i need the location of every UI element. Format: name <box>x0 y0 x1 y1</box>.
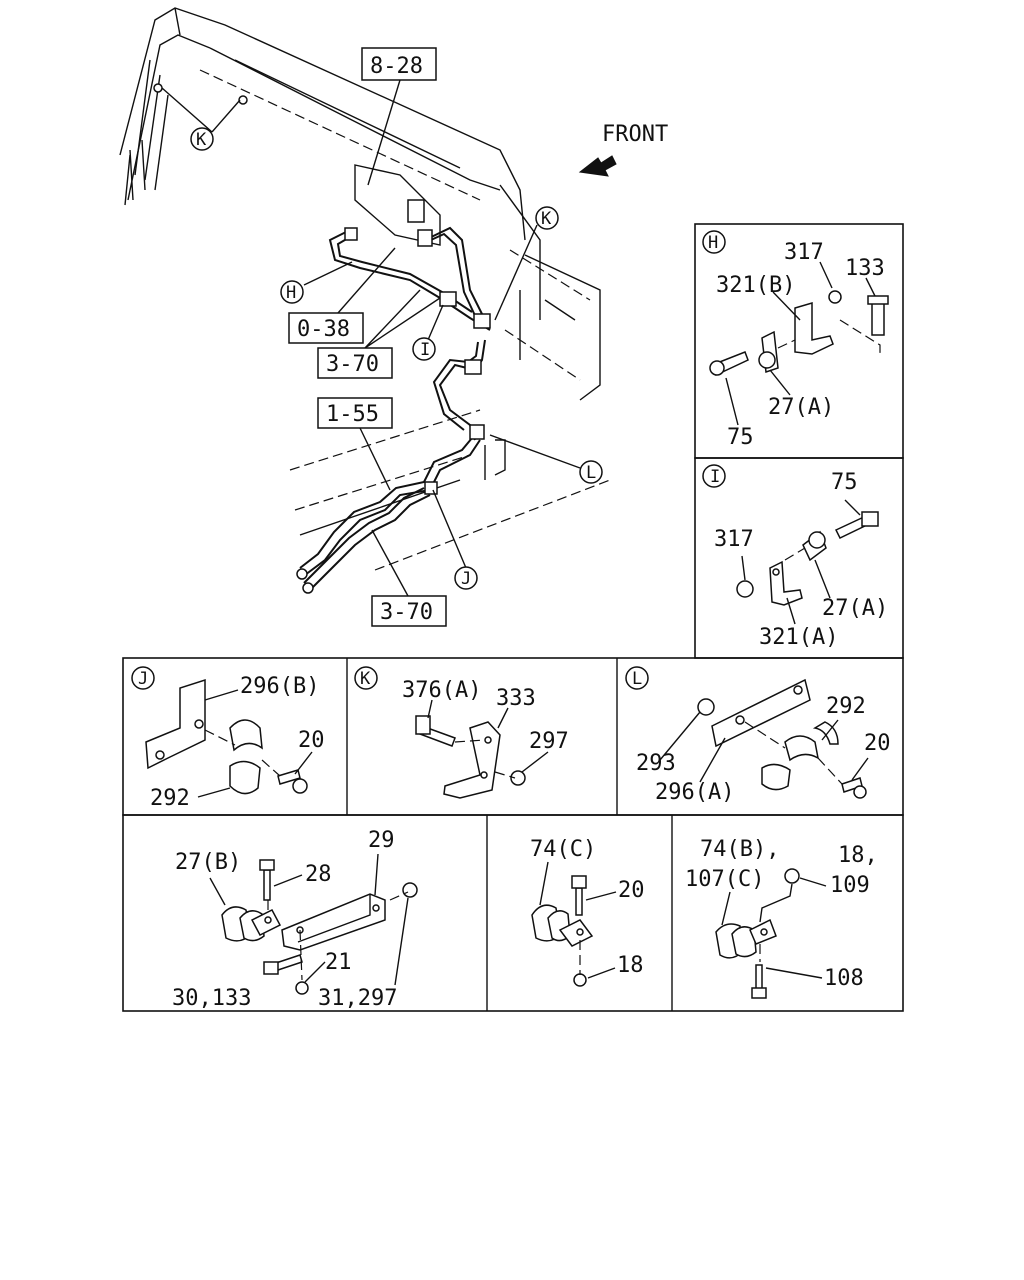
panel-j: J 296(B) 20 292 <box>131 666 325 811</box>
callout-k-top: K <box>196 130 207 150</box>
panel-b2-label-74c: 74(C) <box>530 837 596 862</box>
panel-l-label-292: 292 <box>826 694 866 719</box>
panel-clip-74c: 74(C) 20 18 <box>530 837 645 987</box>
panel-k-label-376a: 376(A) <box>402 678 481 703</box>
panel-clip-74b: 74(B), 18, 107(C) 109 108 <box>685 837 878 999</box>
panel-l-label-293: 293 <box>636 751 676 776</box>
panel-b3-label-108: 108 <box>824 966 864 991</box>
panel-i-label-317: 317 <box>714 527 754 552</box>
panel-b2-label-20: 20 <box>618 878 645 903</box>
panel-k-label-333: 333 <box>496 686 536 711</box>
ref-box-8-28: 8-28 <box>370 54 423 79</box>
panel-k-letter: K <box>360 669 371 689</box>
panel-l: L 292 20 293 296(A) <box>625 666 891 805</box>
panel-b1-label-28: 28 <box>305 862 332 887</box>
panel-k: K 376(A) 333 297 <box>354 666 569 799</box>
front-label: FRONT <box>602 122 668 147</box>
panel-i-label-321a: 321(A) <box>759 625 838 650</box>
panel-clip-27b: 29 27(B) 28 21 30,133 31,297 <box>172 828 418 1011</box>
panel-b3-label-18: 18, <box>838 843 878 868</box>
ref-box-3-70-upper: 3-70 <box>326 352 379 377</box>
main-leader-lines <box>161 79 581 597</box>
ref-box-1-55: 1-55 <box>326 402 379 427</box>
panel-b1-label-27b: 27(B) <box>175 850 241 875</box>
panel-b3-label-74b: 74(B), <box>700 837 779 862</box>
panel-h-letter: H <box>708 233 718 253</box>
callout-j: J <box>461 569 471 589</box>
panel-l-label-20: 20 <box>864 731 891 756</box>
panel-b3-label-107c: 107(C) <box>685 867 764 892</box>
callout-k-right: K <box>541 209 552 229</box>
panel-b1-label-31-297: 31,297 <box>318 986 397 1011</box>
ref-box-3-70-lower: 3-70 <box>380 600 433 625</box>
panel-j-label-296b: 296(B) <box>240 674 319 699</box>
front-arrow-icon <box>578 155 617 177</box>
panel-b3-label-109: 109 <box>830 873 870 898</box>
panel-l-label-296a: 296(A) <box>655 780 734 805</box>
panel-b1-label-30-133: 30,133 <box>172 986 251 1011</box>
panel-i: I 75 317 27(A) 321(A) <box>694 457 904 659</box>
panel-b1-label-29: 29 <box>368 828 395 853</box>
callout-h: H <box>286 283 296 303</box>
panel-l-letter: L <box>632 669 642 689</box>
panel-k-label-297: 297 <box>529 729 569 754</box>
brake-pipe-assembly <box>153 83 491 594</box>
callout-i: I <box>420 340 430 360</box>
panel-b1-label-21: 21 <box>325 950 352 975</box>
panel-h-label-75: 75 <box>727 425 754 450</box>
panel-i-letter: I <box>710 467 720 487</box>
panel-h-label-27a: 27(A) <box>768 395 834 420</box>
chassis-frame <box>119 7 611 571</box>
panel-h-label-321b: 321(B) <box>716 273 795 298</box>
panel-j-label-20: 20 <box>298 728 325 753</box>
panel-i-label-75: 75 <box>831 470 858 495</box>
panel-j-label-292: 292 <box>150 786 190 811</box>
panel-h-label-317: 317 <box>784 240 824 265</box>
ref-box-0-38: 0-38 <box>297 317 350 342</box>
callout-l: L <box>586 463 596 483</box>
panel-h-label-133: 133 <box>845 256 885 281</box>
panel-h: H 317 133 321(B) 27(A) 75 <box>694 223 904 459</box>
panel-j-letter: J <box>138 669 148 689</box>
panel-b2-label-18: 18 <box>617 953 644 978</box>
panel-i-label-27a: 27(A) <box>822 596 888 621</box>
